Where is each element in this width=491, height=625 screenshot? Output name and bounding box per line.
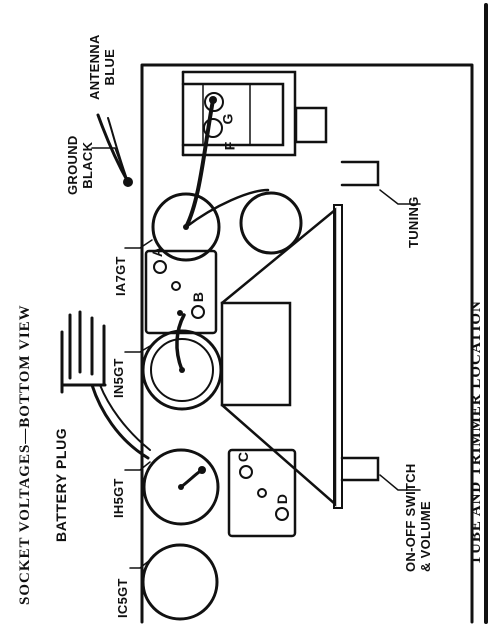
extra-socket — [239, 191, 303, 255]
tuning-shaft — [340, 160, 380, 187]
ground-text: GROUND — [65, 135, 80, 195]
coil-tap-label-f: F — [221, 141, 238, 151]
tuning-label: TUNING — [406, 196, 421, 248]
trimmer-label-d: D — [274, 493, 291, 505]
coil-tap-label-g: G — [219, 113, 236, 125]
antenna-text: ANTENNA — [87, 34, 102, 100]
trimmer-screw-b — [191, 305, 205, 319]
lead-ia7gt-to-g — [184, 98, 215, 229]
tube-label-ic5gt: IC5GT — [115, 578, 130, 618]
antenna-label: ANTENNA BLUE — [87, 34, 117, 100]
leader-ground — [91, 147, 127, 179]
trimmer-screw-c — [239, 465, 253, 479]
figure-caption: TUBE AND TRIMMER LOCATION — [468, 300, 484, 565]
leader-ic5gt — [129, 559, 151, 569]
battery-cable — [90, 383, 150, 460]
chassis-outline — [140, 63, 474, 624]
switch-label: ON-OFF SWITCH & VOLUME — [403, 463, 433, 572]
speaker-cone — [220, 301, 292, 407]
tuning-shaft-base — [294, 106, 328, 144]
trimmer-plate-ab — [144, 249, 218, 335]
tube-socket-ic5gt — [141, 543, 219, 621]
leader-tuning — [379, 189, 421, 205]
tube-socket-ih5gt — [142, 448, 220, 526]
leader-switch — [379, 474, 421, 491]
tube-label-ia7gt: IA7GT — [113, 256, 128, 296]
tube-label-ih5gt: IH5GT — [111, 478, 126, 518]
trimmer-screw-d — [275, 507, 289, 521]
switch-text-line2: & VOLUME — [418, 500, 433, 572]
tube-label-in5gt: IN5GT — [111, 358, 126, 398]
lead-in5gt-to-plate — [175, 313, 186, 372]
trimmer-label-a: A — [149, 246, 166, 258]
socket-voltages-title: SOCKET VOLTAGES—BOTTOM VIEW — [17, 304, 33, 605]
tube-socket-ia7gt — [151, 192, 221, 262]
coil-tap-g — [204, 92, 224, 112]
tuning-capacitor — [181, 70, 297, 157]
coil-tap-f — [203, 118, 223, 138]
switch-shaft — [340, 456, 380, 482]
trimmer-label-c: C — [235, 451, 252, 463]
speaker-rim — [333, 204, 343, 509]
leader-ih5gt — [124, 461, 151, 471]
leader-in5gt — [124, 345, 151, 353]
ground-label: GROUND BLACK — [65, 135, 95, 195]
battery-plug — [60, 310, 107, 394]
tube-socket-in5gt-inner — [150, 338, 214, 402]
lead-ih5gt — [179, 468, 204, 489]
switch-text-line1: ON-OFF SWITCH — [403, 463, 418, 572]
antenna-lead — [96, 113, 130, 184]
ground-color-text: BLACK — [80, 141, 95, 189]
antenna-color-text: BLUE — [102, 48, 117, 86]
trimmer-screw-a — [153, 260, 167, 274]
battery-plug-label: BATTERY PLUG — [53, 427, 69, 542]
trimmer-label-b: B — [190, 291, 207, 303]
trimmer-plate-cd — [227, 448, 297, 538]
lead-ia7gt-to-socket — [184, 188, 270, 229]
leader-ia7gt — [124, 239, 153, 249]
